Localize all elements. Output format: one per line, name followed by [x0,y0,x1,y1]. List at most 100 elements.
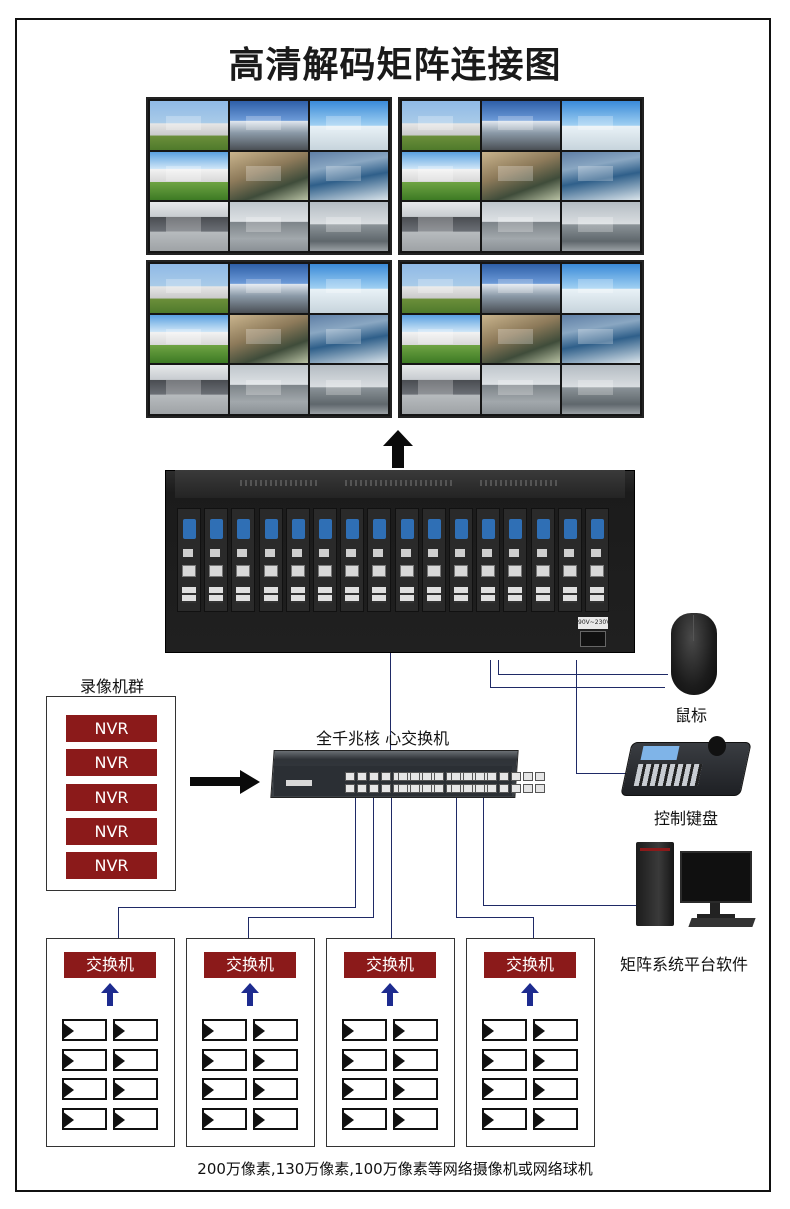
switch-port-icon [434,784,444,793]
switch-port-icon [523,784,533,793]
right-arrow-icon [190,777,240,786]
decoder-card [285,508,310,612]
video-wall-panel [146,97,392,255]
chassis-vent [345,480,455,486]
pc-tower-icon [636,842,674,926]
switch-cam-line-2 [248,917,374,918]
vga-port-icon [237,519,251,539]
power-label: 90V~230V [578,617,610,629]
switch-pc-line [483,905,638,906]
usb-port-icon [345,587,360,603]
vga-port-icon [591,519,604,539]
diagram-frame [15,18,771,1192]
video-tile [310,151,388,201]
vga-port-icon [482,519,496,539]
mouse-label: 鼠标 [675,706,708,725]
camera-icon [113,1048,158,1071]
switch-port-icon [357,772,367,781]
nvr-item: NVR [66,852,157,879]
decoder-card [557,508,582,612]
switch-port-icon [357,784,367,793]
keyboard-screen [640,746,680,760]
video-tile [562,202,640,251]
switch-port-icon [369,784,379,793]
monitor-icon [680,851,752,903]
hdmi-port-icon [319,549,329,557]
video-tile [150,101,228,150]
hdmi-port-icon [427,549,438,557]
up-arrow-icon [521,983,539,993]
decoder-card [313,508,337,612]
rj-port-icon [481,565,496,577]
up-arrow-icon [107,993,113,1006]
rj-port-icon [236,565,251,577]
mouse-line [490,687,665,688]
rj-port-icon [345,565,360,577]
video-tile [150,202,228,251]
switch-port-icon [475,784,485,793]
switch-port-icon [451,772,461,781]
usb-port-icon [236,587,251,603]
hdmi-port-icon [346,549,357,557]
camera-icon [482,1107,527,1130]
camera-icon [533,1107,578,1130]
camera-icon [533,1019,578,1041]
video-tile [482,314,560,364]
video-tile [230,365,308,414]
mouse-icon [671,613,717,695]
rj-port-icon [372,565,387,577]
rj-port-icon [290,565,305,577]
switch-tag [286,780,312,786]
camera-icon [342,1019,387,1041]
video-tile [562,365,640,414]
camera-icon [342,1048,387,1071]
video-tile [562,151,640,201]
camera-icon [482,1019,527,1041]
video-wall-panel [146,260,392,418]
hdmi-port-icon [591,549,601,557]
switch-port-icon [345,772,355,781]
nvr-item: NVR [66,715,157,742]
mouse-line [498,674,668,675]
power-socket-icon [580,631,606,647]
hdmi-port-icon [210,549,221,557]
keyboard-line [576,773,628,774]
usb-port-icon [481,587,496,603]
switch-port-icon [499,772,509,781]
vga-port-icon [346,519,360,539]
matrix-switch-line [390,653,391,753]
switch-cam-line-2 [373,798,374,918]
vga-port-icon [183,519,196,539]
video-tile [562,264,640,313]
usb-port-icon [426,587,441,603]
video-tile [402,202,480,251]
video-tile [482,202,560,251]
video-tile [562,101,640,150]
camera-footer-label: 200万像素,130万像素,100万像素等网络摄像机或网络球机 [197,1160,593,1178]
video-tile [150,264,228,313]
camera-icon [342,1107,387,1130]
decoder-card [476,508,501,612]
vga-port-icon [427,519,441,539]
up-arrow-icon [241,983,259,993]
video-tile [402,264,480,313]
hdmi-port-icon [373,549,384,557]
camera-icon [533,1078,578,1100]
decoder-card [367,508,392,612]
video-tile [230,101,308,150]
switch-port-icon [511,772,521,781]
vga-port-icon [373,519,387,539]
core-switch-label: 全千兆核 心交换机 [316,729,450,748]
decoder-card [585,508,609,612]
switch-cam-line-1 [355,798,356,908]
video-tile [402,101,480,150]
joystick-icon [708,736,726,756]
switch-port-icon [434,772,444,781]
video-tile [562,314,640,364]
keyboard-label: 控制键盘 [654,809,719,828]
camera-icon [253,1107,298,1130]
rj-port-icon [426,565,441,577]
video-tile [310,202,388,251]
rj-port-icon [562,565,577,577]
switch-port-icon [487,784,497,793]
